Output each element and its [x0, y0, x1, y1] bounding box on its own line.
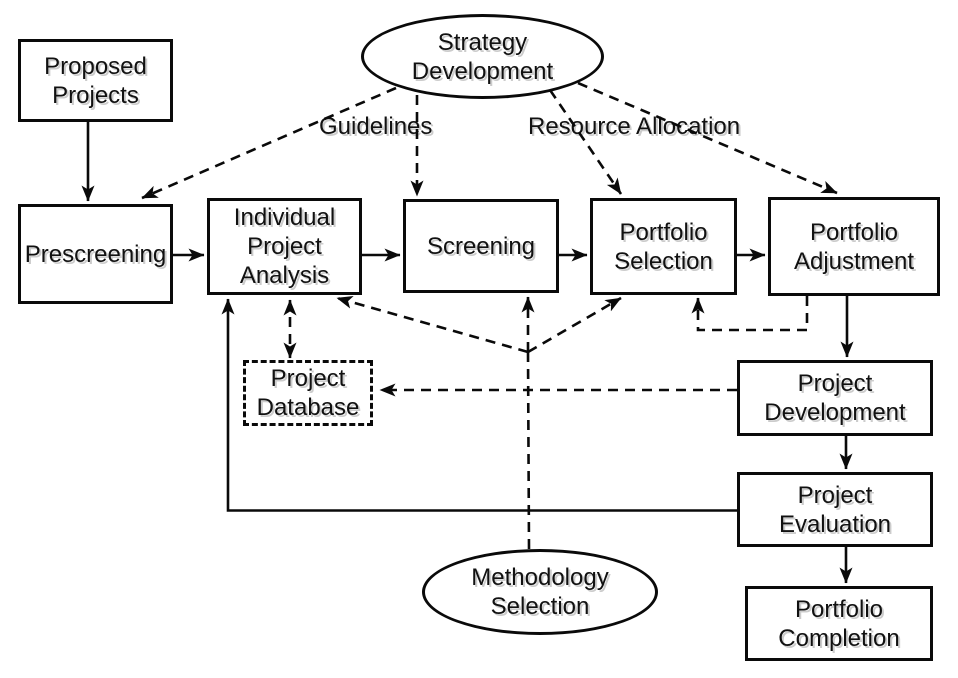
edge-methodology-to-portfolio-selection	[527, 296, 622, 354]
node-proposed-projects-label: Proposed Projects	[44, 52, 147, 109]
node-project-evaluation-label: Project Evaluation	[778, 481, 892, 538]
edge-methodology-junction-stem	[526, 351, 531, 550]
node-portfolio-adjustment: Portfolio Adjustment	[768, 197, 940, 296]
node-project-development-label: Project Development	[764, 370, 906, 426]
node-project-development: Project Development	[737, 360, 933, 436]
node-portfolio-selection-label: Portfolio Selection	[614, 218, 713, 275]
node-project-evaluation: Project Evaluation	[737, 472, 933, 547]
node-proposed-projects: Proposed Projects	[18, 39, 173, 122]
node-screening-label: Screening	[426, 232, 536, 260]
node-portfolio-completion: Portfolio Completion	[745, 586, 933, 661]
edge-adjustment-feedback-to-selection	[691, 296, 809, 332]
edge-strategy-to-prescreening	[141, 86, 397, 200]
edge-label-resource-allocation: Resource Allocation	[528, 113, 741, 140]
node-portfolio-completion-label: Portfolio Completion	[778, 595, 900, 652]
node-project-database: Project Database	[243, 360, 373, 426]
node-individual-project-analysis-label: Individual Project Analysis	[233, 204, 336, 289]
edge-strategy-to-portfolio-selection	[548, 89, 623, 195]
node-prescreening: Prescreening	[18, 204, 173, 304]
node-screening: Screening	[403, 199, 559, 293]
node-individual-project-analysis: Individual Project Analysis	[207, 198, 362, 295]
node-methodology-selection: Methodology Selection	[422, 549, 658, 635]
edge-methodology-to-ipa	[336, 295, 529, 354]
node-strategy-development-label: Strategy Development	[411, 28, 554, 85]
node-project-database-label: Project Database	[256, 365, 360, 421]
node-prescreening-label: Prescreening	[24, 240, 167, 268]
node-portfolio-selection: Portfolio Selection	[590, 198, 737, 295]
node-methodology-selection-label: Methodology Selection	[471, 564, 609, 620]
edge-label-guidelines: Guidelines	[319, 113, 433, 140]
node-strategy-development: Strategy Development	[361, 14, 604, 99]
node-portfolio-adjustment-label: Portfolio Adjustment	[793, 218, 915, 275]
